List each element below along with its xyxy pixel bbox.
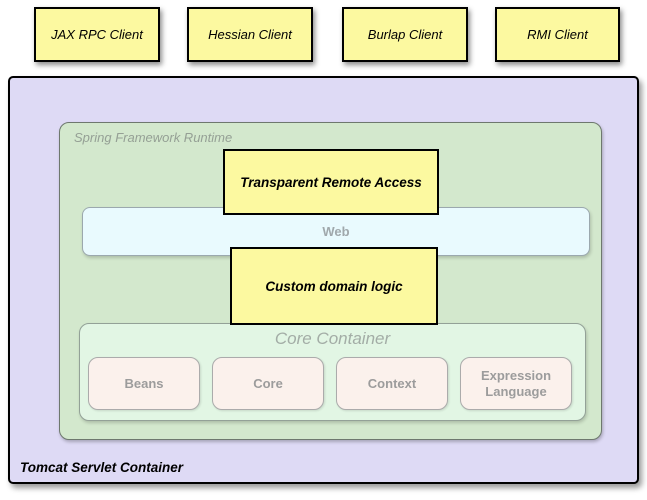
module-box-expression-language-label: Expression Language [480,367,552,399]
tomcat-servlet-container-label: Tomcat Servlet Container [20,460,184,475]
module-box-beans: Beans [88,357,200,410]
client-box-burlap: Burlap Client [342,7,468,62]
client-box-jax-rpc-label: JAX RPC Client [51,27,143,42]
tomcat-servlet-container: Spring Framework Runtime Transparent Rem… [8,76,639,484]
custom-domain-logic-box: Custom domain logic [230,247,438,325]
client-box-rmi-label: RMI Client [527,27,588,42]
client-box-burlap-label: Burlap Client [367,27,443,42]
spring-framework-runtime-label: Spring Framework Runtime [74,130,233,145]
transparent-remote-access-label: Transparent Remote Access [240,174,422,190]
web-layer-label: Web [322,224,350,239]
module-box-context: Context [336,357,448,410]
module-box-expression-language: Expression Language [460,357,572,410]
spring-framework-runtime: Spring Framework Runtime Transparent Rem… [59,122,602,440]
core-container-label: Core Container [274,329,391,348]
module-box-core: Core [212,357,324,410]
custom-domain-logic-label: Custom domain logic [265,278,403,294]
module-box-context-label: Context [367,375,417,391]
module-box-beans-label: Beans [124,375,164,391]
module-box-core-label: Core [253,375,283,391]
transparent-remote-access-box: Transparent Remote Access [223,149,439,215]
client-box-hessian-label: Hessian Client [208,27,292,42]
client-box-hessian: Hessian Client [187,7,313,62]
core-container: Core Container Beans Core Context Expres… [79,323,586,421]
client-box-jax-rpc: JAX RPC Client [34,7,160,62]
core-container-modules-row: Beans Core Context Expression Language [88,357,572,410]
client-box-rmi: RMI Client [495,7,620,62]
